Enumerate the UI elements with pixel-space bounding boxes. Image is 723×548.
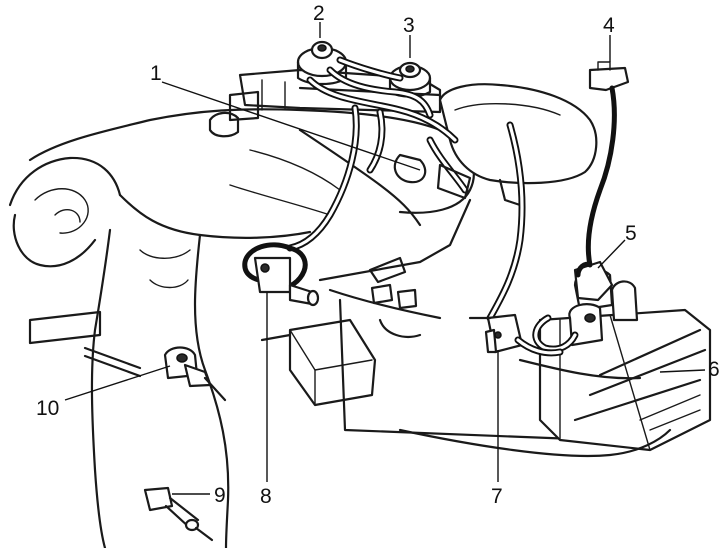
callout-10: 10 [36,397,59,420]
control-module-box [260,318,377,407]
callout-1: 1 [150,62,162,85]
callout-5: 5 [625,222,637,245]
engine-body [8,108,475,548]
callout-labels: 1 2 3 4 5 6 7 8 9 10 [36,2,720,508]
leader-10 [64,365,171,401]
callout-8: 8 [260,485,272,508]
vacuum-hose-bundle [286,56,459,252]
callout-7: 7 [491,485,503,508]
leader-5 [597,239,626,269]
air-filter-housing [438,83,598,207]
vsv-8 [242,242,320,307]
canister-hoses [393,121,526,322]
leader-1 [161,81,421,171]
leader-6 [659,369,706,373]
charcoal-canister-6 [532,268,712,452]
callout-3: 3 [403,14,415,37]
sensor-10 [83,346,227,402]
sensor-9 [143,486,214,542]
callout-2: 2 [313,2,325,25]
vsv-7 [468,313,564,357]
callout-9: 9 [214,484,226,507]
connector-4-harness [585,61,630,268]
callout-4: 4 [603,14,615,37]
callout-6: 6 [708,358,720,381]
purge-valve-5 [573,260,614,302]
leader-lines [64,22,706,495]
lower-tube [398,358,672,458]
